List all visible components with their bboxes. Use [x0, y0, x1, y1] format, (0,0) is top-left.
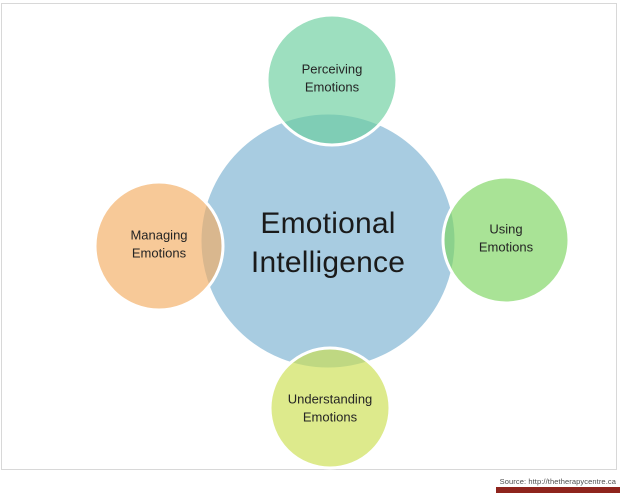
- node-circle-bottom: [268, 346, 392, 470]
- source-attribution: Source: http://thetherapycentre.ca: [499, 477, 616, 486]
- node-circle-left: [93, 180, 225, 312]
- node-circle-top: [265, 13, 399, 147]
- footer-accent-bar: [496, 487, 620, 493]
- slide-border: [1, 3, 617, 470]
- center-circle: [198, 111, 458, 371]
- node-circle-right: [441, 175, 571, 305]
